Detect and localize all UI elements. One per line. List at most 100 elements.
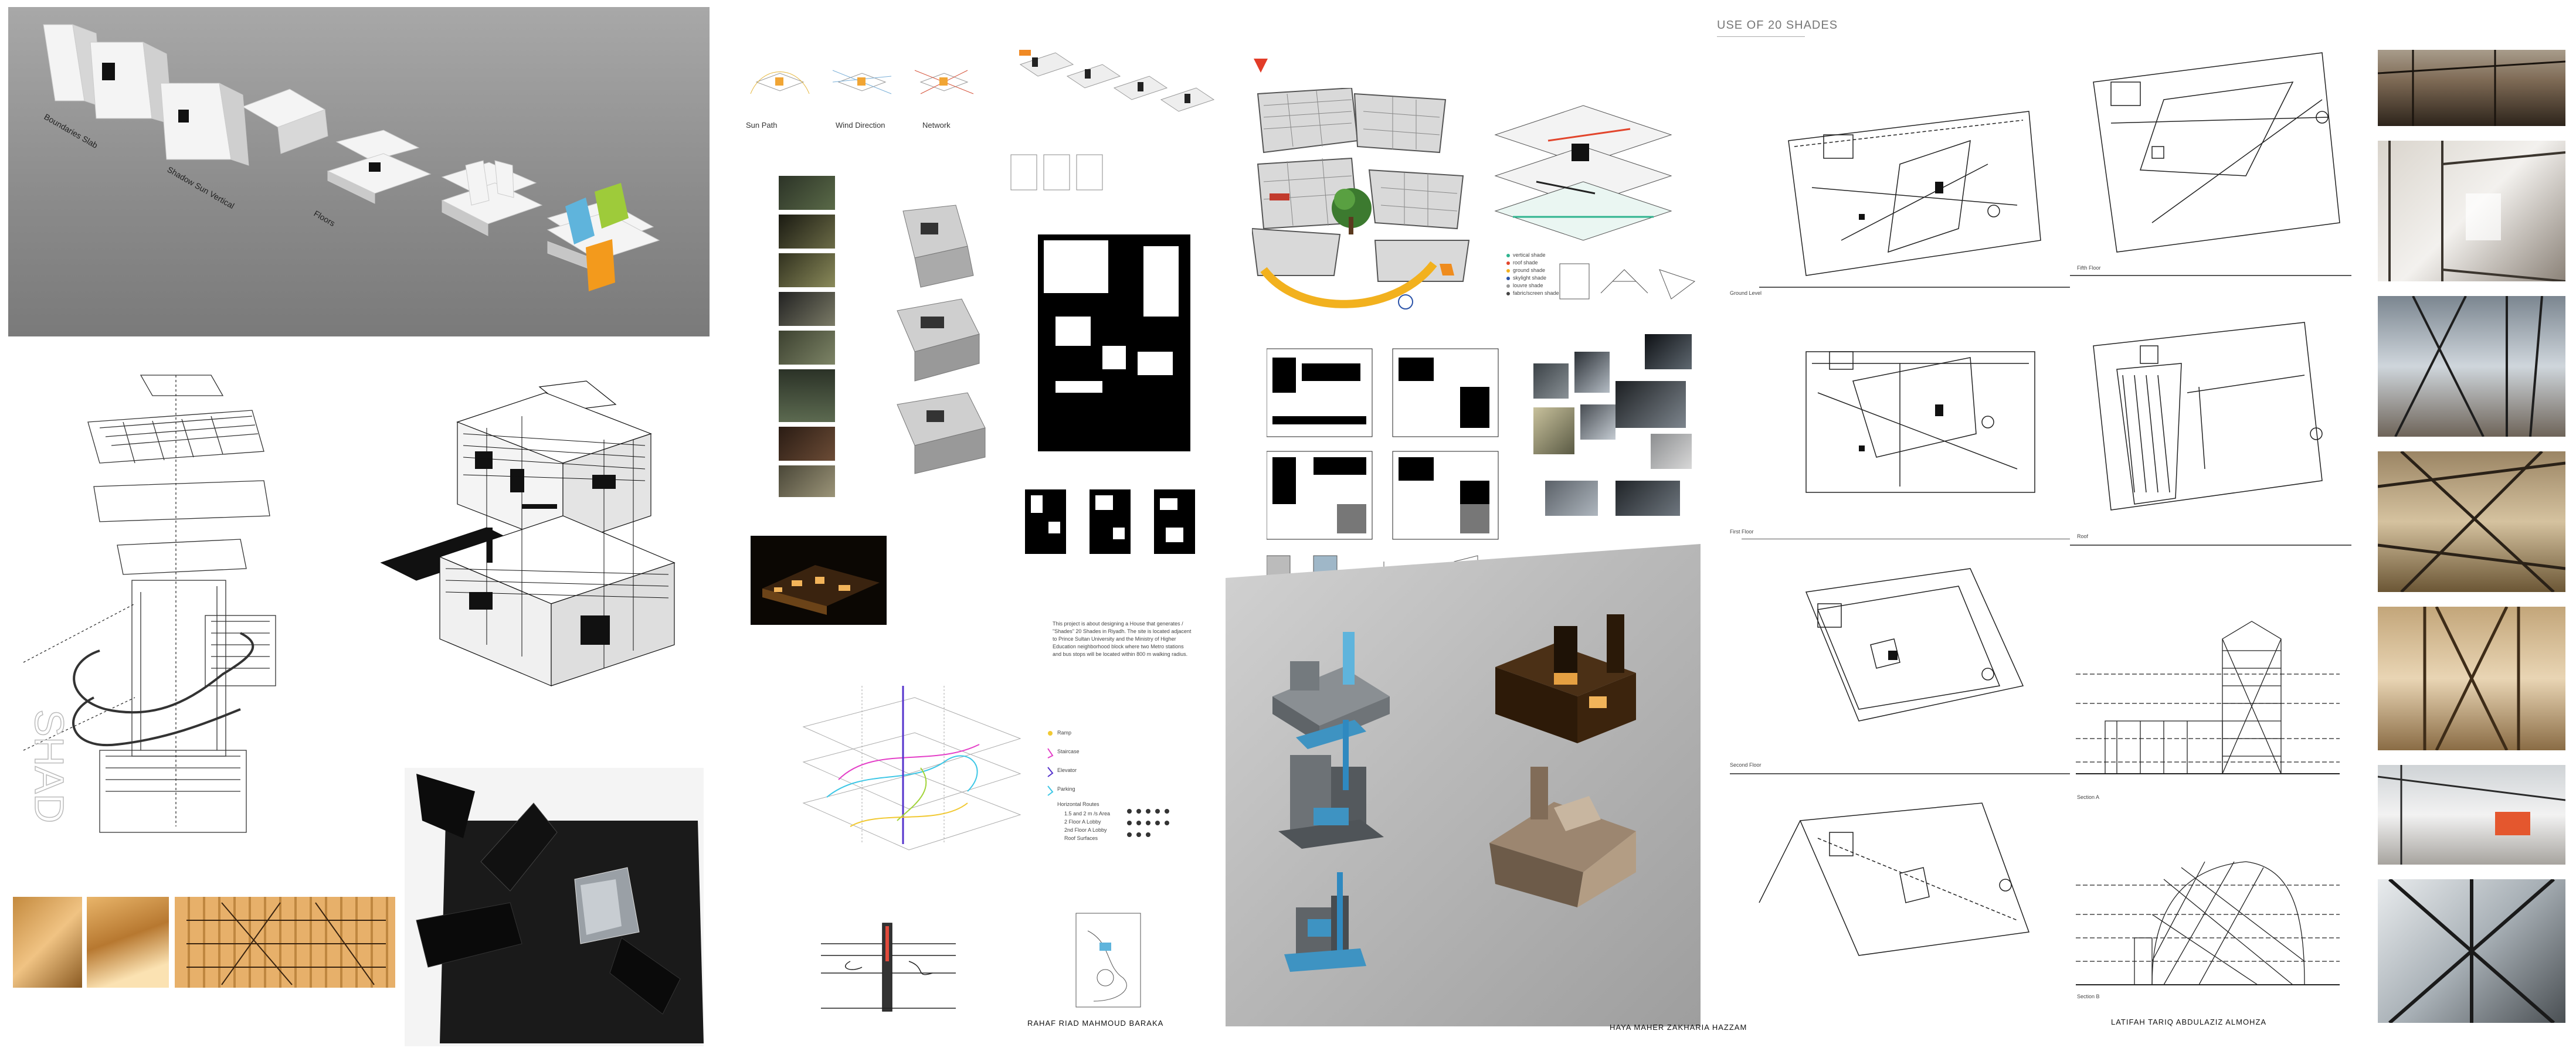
- collage-photo-5: [1533, 407, 1574, 454]
- shadow-photo-3: [779, 253, 835, 287]
- collage-photo-1: [1533, 363, 1569, 399]
- author-latifah: LATIFAH TARIQ ABDULAZIZ ALMOHZA: [2111, 1018, 2267, 1026]
- legend-parking: Parking: [1057, 786, 1075, 792]
- render-1: [1272, 632, 1390, 749]
- shade-legend-3: skylight shade: [1513, 275, 1547, 281]
- interior-render-1: [2378, 50, 2565, 126]
- north-arrow-red: [1254, 59, 1268, 73]
- shade-legend-4: louvre shade: [1513, 283, 1543, 288]
- small-plans: [1025, 487, 1201, 557]
- legend-staircase: Staircase: [1057, 749, 1080, 754]
- label-ground-level: Ground Level: [1730, 290, 1762, 296]
- interior-render-4: [2378, 451, 2565, 592]
- interior-render-2: [2378, 141, 2565, 281]
- shadow-photo-4: [779, 292, 835, 326]
- collage-photo-9: [1615, 481, 1680, 516]
- shadow-photo-6: [779, 369, 835, 422]
- legend-ramp: Ramp: [1057, 730, 1072, 736]
- shad-vertical-text: SHAD: [26, 709, 72, 823]
- legend-horizontal: Horizontal Routes: [1057, 801, 1099, 807]
- section-a: Section A: [2070, 615, 2351, 809]
- site-plan-drawing: [1070, 907, 1146, 1013]
- collage-photo-6: [1580, 404, 1615, 440]
- plan-roof: Roof: [2070, 305, 2351, 551]
- model-photo-2: [87, 897, 169, 988]
- massing-render: Boundaries Slab Shadow Sun Vertical Floo…: [8, 7, 710, 336]
- haya-exploded-axon: [1478, 88, 1695, 246]
- collage-photo-2: [1574, 352, 1610, 393]
- house-axonometric: [369, 369, 710, 768]
- collage-photo-7: [1651, 434, 1692, 469]
- model-photo-3: [175, 897, 395, 988]
- large-plan: [1038, 234, 1190, 451]
- interior-render-7: [2378, 879, 2565, 1023]
- tower-axonometric: SHAD: [18, 369, 346, 838]
- collage-photo-8: [1545, 481, 1598, 516]
- legend-sub-3: Roof Surfaces: [1064, 835, 1098, 841]
- collage-photo-3: [1645, 334, 1692, 369]
- plan-fourth: [1724, 785, 2076, 1020]
- orange-volume: [586, 239, 615, 291]
- interior-render-6: [2378, 765, 2565, 865]
- shade-legend-5: fabric/screen shade: [1513, 290, 1559, 296]
- circulation-legend: Ramp Staircase Elevator Parking Horizont…: [1047, 730, 1164, 865]
- collage-photos: [1533, 328, 1698, 522]
- shade-legend-1: roof shade: [1513, 260, 1538, 266]
- plan-second: Second Floor: [1724, 545, 2076, 780]
- label-fifth-floor: Fifth Floor: [2077, 265, 2101, 271]
- blue-volume: [565, 198, 595, 244]
- green-volume: [595, 183, 629, 229]
- exploded-models-strip: [1009, 41, 1231, 129]
- caption-wind-direction: Wind Direction: [836, 121, 885, 130]
- shadow-photo-5: [779, 331, 835, 365]
- shade-legend-0: vertical shade: [1513, 252, 1546, 258]
- render-3: [1278, 720, 1384, 849]
- shade-legend-2: ground shade: [1513, 267, 1546, 273]
- shadow-photo-strip: [779, 176, 835, 498]
- circulation-diagram: [792, 674, 1032, 862]
- shadow-photo-8: [779, 465, 835, 497]
- render-4: [1489, 767, 1636, 907]
- legend-sub-2: 2nd Floor A Lobby: [1064, 827, 1107, 833]
- legend-sub-1: 2 Floor A Lobby: [1064, 819, 1101, 825]
- author-haya: HAYA MAHER ZAKHARIA HAZZAM: [1610, 1023, 1747, 1032]
- interior-render-5: [2378, 607, 2565, 750]
- shade-legend: vertical shade roof shade ground shade s…: [1506, 252, 1600, 311]
- label-roof: Roof: [2077, 533, 2089, 539]
- caption-sun-path: Sun Path: [746, 121, 778, 130]
- author-rahaf: RAHAF RIAD MAHMOUD BARAKA: [1027, 1019, 1164, 1028]
- renders-concrete-panel: [1226, 544, 1701, 1026]
- people-icons: [1126, 808, 1185, 843]
- mini-thumbs: [1009, 152, 1114, 199]
- model-photo-1: [13, 897, 82, 988]
- massing-label-1: Shadow Sun Vertical: [166, 165, 236, 210]
- black-model-photo: [405, 768, 704, 1046]
- label-section-b: Section B: [2077, 994, 2100, 999]
- plan-ground: Ground Level: [1724, 88, 2076, 305]
- collage-photo-4: [1615, 381, 1686, 428]
- structure-sketches: [1554, 258, 1701, 311]
- night-model-photo: [751, 536, 887, 625]
- section-drawing: [815, 920, 962, 1026]
- label-first-floor: First Floor: [1730, 529, 1754, 535]
- haya-plans: [1267, 346, 1513, 545]
- label-second-floor: Second Floor: [1730, 762, 1762, 768]
- legend-elevator: Elevator: [1057, 767, 1077, 773]
- label-section-a: Section A: [2077, 794, 2100, 800]
- shadow-photo-1: [779, 176, 835, 210]
- massing-label-0: Boundaries Slab: [43, 112, 100, 150]
- title-underline: [1717, 36, 1805, 37]
- shades-title: USE OF 20 SHADES: [1717, 19, 1838, 32]
- render-2: [1495, 614, 1636, 743]
- massing-label-2: Floors: [313, 209, 337, 228]
- shadow-photo-7: [779, 427, 835, 461]
- project-description: This project is about designing a House …: [1053, 621, 1192, 657]
- section-b: Section B: [2070, 844, 2351, 1014]
- legend-sub-0: 1.5 and 2 m /s Area: [1064, 811, 1111, 817]
- grey-model-views: [880, 199, 997, 475]
- shadow-photo-2: [779, 215, 835, 249]
- interior-render-3: [2378, 296, 2565, 437]
- render-5: [1284, 872, 1366, 972]
- caption-network: Network: [922, 121, 951, 130]
- plan-fifth: Fifth Floor: [2070, 47, 2351, 281]
